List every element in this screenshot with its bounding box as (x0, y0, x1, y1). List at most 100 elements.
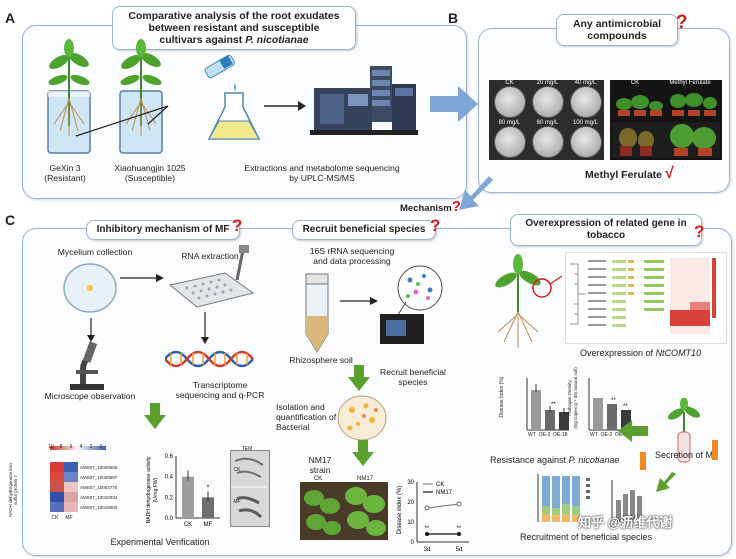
secretion-up-arrow (712, 440, 718, 460)
gene-tree-figure (570, 258, 716, 334)
petri-dish-ck (494, 86, 526, 118)
nm17-strain-label: NM17 strain (295, 455, 345, 475)
sub3-left-x: WT OE-2 OE-18 (528, 432, 567, 438)
bar1-category-label: MF (204, 522, 213, 528)
microbiome-stacked-bars (537, 474, 642, 522)
heatmap-gene-5: AMS07_10015003 (80, 505, 118, 510)
bar1-tick-label: 0.0 (165, 516, 174, 522)
cultivar2-status: (Susceptible) (124, 173, 176, 183)
transgenic-tobacco-illustration (495, 254, 562, 348)
cultivar1-label: GeXin 3 (Resistant) (35, 163, 95, 183)
bar1-star: * (207, 484, 210, 491)
line2-point (456, 501, 462, 507)
experimental-verification-label: Experimental Verification (110, 537, 210, 547)
line2-tick-label: 30 (407, 480, 414, 486)
16s-line1: 16S rRNA sequencing (309, 246, 395, 256)
sub3-title: Overexpression of related gene in tobacc… (510, 214, 702, 246)
iso-line2: quantification of (276, 412, 337, 422)
uplc-instrument-illustration (310, 66, 418, 135)
sequencer-illustration (380, 265, 443, 344)
cultivar1-status: (Resistant) (44, 173, 86, 183)
arrow-b-to-c (459, 176, 493, 210)
line2-legend-label: NM17 (436, 490, 453, 496)
photo-ck-label: CK (313, 476, 323, 482)
photo-nm17-label: NM17 (356, 476, 373, 482)
rna-plate-illustration (168, 245, 255, 308)
rhizosphere-soil-label: Rhizosphere soil (289, 355, 353, 365)
nm17-plants (304, 487, 386, 536)
line2-tick-label: 0 (411, 540, 415, 546)
microscope-illustration (70, 341, 104, 390)
hm-scale-8: 8 (59, 444, 63, 450)
dish-label-80: 80 mg/L (498, 120, 521, 126)
bar1-tick-label: 0.2 (165, 495, 174, 501)
transcriptome-line2: sequencing and q-PCR (175, 390, 265, 400)
secretion-text: Secretion of MF (655, 450, 719, 460)
heatmap-col-mf: MF (65, 515, 73, 521)
heatmap (50, 446, 106, 512)
heatmap-gene-1: AMS07_10000506 (80, 465, 118, 470)
petri-dish-100 (570, 126, 602, 158)
tem-image (230, 450, 270, 527)
panel-b-qmark: ? (676, 12, 688, 33)
line2-series-ck (426, 503, 460, 509)
method-line2: by UPLC-MS/MS (289, 173, 355, 183)
transcriptome-line1: Transcriptome (192, 380, 248, 390)
arrow-mycelium-down (87, 318, 95, 342)
16s-line2: and data processing (313, 256, 391, 266)
resist-prefix: Resistance against (490, 455, 567, 465)
line2-x-label: 5d (456, 547, 463, 553)
heatmap-gene-3: AMS07_10004770 (80, 485, 118, 490)
line2-point (425, 532, 429, 536)
microscope-label: Microscope observation (44, 391, 136, 401)
bar1-ylabel-line1: NADH dehydrogenase activity (146, 456, 152, 523)
svg-text:**: ** (623, 404, 628, 410)
sub3-left-ylabel: Disease Index (%) (499, 376, 505, 418)
sub1-title: Inhibitory mechanism of MF (86, 220, 240, 240)
overexp-gene: NtCOMT10 (655, 348, 702, 358)
sub3-rx-oe2: OE-2 (600, 432, 613, 438)
sub3-x-oe18: OE-18 (553, 432, 568, 438)
sub3-rx-oe18: OE-18 (615, 432, 630, 438)
16s-label: 16S rRNA sequencing and data processing (302, 246, 402, 266)
svg-text:**: ** (551, 402, 556, 408)
sub3-qmark: ? (694, 222, 705, 241)
green-arrow-sub2-a (348, 365, 370, 391)
heatmap-ylabel: NADH dehydrogenase iron sulfur protein 7 (8, 460, 18, 520)
sub3-x-wt: WT (528, 432, 536, 438)
line2-star: ** (457, 526, 462, 532)
petri-dish-40 (570, 86, 602, 118)
check-mark: √ (664, 165, 674, 182)
extraction-flask-illustration (204, 55, 261, 140)
watermark: 知乎 @沥维代谢 (578, 515, 673, 530)
soil-tube-illustration (305, 273, 329, 353)
hm-scale-10: 10 (48, 444, 54, 450)
sub3-right-ylabel: Pathogen Density (log copies g⁻¹ dry nat… (567, 363, 579, 433)
panel-a-title-pathogen: P. nicotianae (245, 34, 309, 46)
isolation-label: Isolation and quantification of Bacteria… (276, 402, 344, 432)
plant-label-ck: CK (630, 80, 640, 86)
sub3-right-ylabel-line1: Pathogen Density (567, 380, 572, 416)
dish-label-40: 40 mg/L (574, 80, 597, 86)
resistance-label: Resistance against P. nicotianae (490, 455, 619, 465)
sub3-right-ylabel-line2: (log copies g⁻¹ dry natural soil) (573, 367, 578, 429)
sub2-qmark: ? (430, 216, 441, 235)
green-arrow-sub3-a (618, 420, 648, 442)
panel-a-title-line1: Comparative analysis of the root exudate… (128, 10, 340, 22)
sub3-rx-wt: WT (590, 432, 598, 438)
tem-texture (231, 457, 267, 519)
strain-line1: NM17 (308, 455, 332, 465)
sub1-qmark: ? (232, 216, 243, 235)
heatmap-col-ck: CK (51, 515, 59, 521)
dish-label-ck: CK (505, 80, 514, 86)
sub2-title: Recruit beneficial species (292, 220, 436, 240)
heatmap-genes: AMS07_10000506 AMS07_10000597 AMS07_1000… (80, 463, 117, 513)
dna-illustration (165, 350, 254, 368)
panel-b-letter: B (448, 10, 459, 26)
iso-line1: Isolation and (276, 402, 325, 412)
sub3-title-line2: tobacco (586, 230, 626, 241)
panel-b-title-line2: compounds (587, 30, 647, 42)
dish-label-100: 100 mg/L (572, 120, 599, 126)
hm-scale-0: 0 (99, 444, 103, 450)
